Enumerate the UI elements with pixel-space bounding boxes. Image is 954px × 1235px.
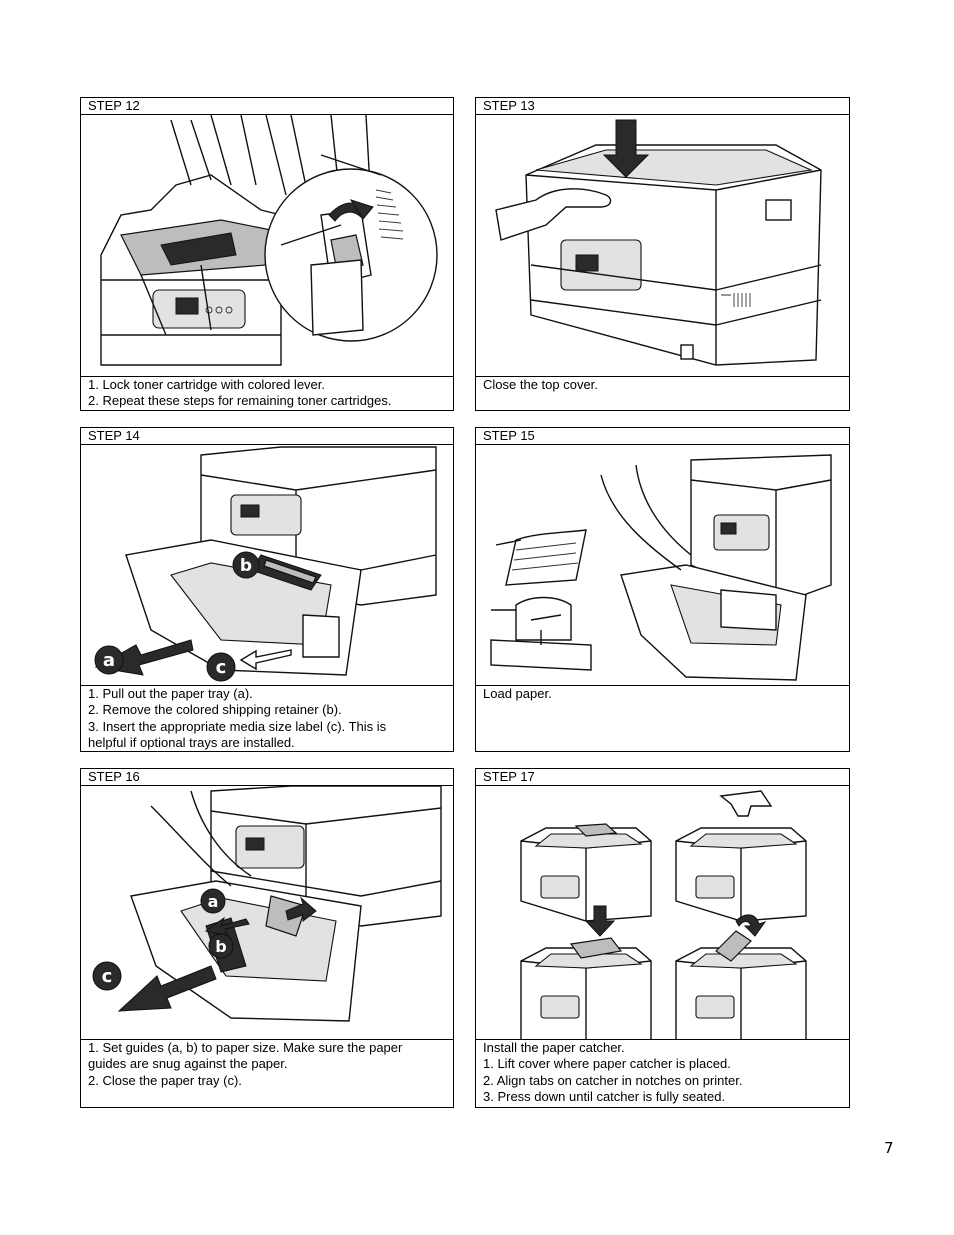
close-cover-illustration [476, 115, 849, 377]
paper-guides-illustration: a b c [81, 786, 453, 1040]
caption-line: Load paper. [483, 686, 552, 701]
callout-c: c [216, 657, 227, 678]
step-14-panel: STEP 14 a b c 1. Pull out the pap [80, 427, 454, 752]
caption-line: 2. Close the paper tray (c). [88, 1072, 242, 1088]
step-header: STEP 13 [476, 98, 849, 115]
caption-line: 1. Lock toner cartridge with colored lev… [88, 377, 326, 392]
paper-catcher-illustration [476, 786, 849, 1040]
step-caption: Close the top cover. [476, 376, 849, 410]
step-header: STEP 16 [81, 769, 453, 786]
caption-line: 1. Lift cover where paper catcher is pla… [483, 1056, 731, 1072]
callout-c: c [102, 966, 113, 987]
caption-line: 1. Pull out the paper tray (a). [88, 686, 253, 701]
toner-lock-illustration [81, 115, 453, 377]
callout-b: b [240, 556, 252, 576]
caption-line: 2. Repeat these steps for remaining tone… [88, 393, 392, 409]
callout-a: a [103, 650, 115, 671]
step-header: STEP 17 [476, 769, 849, 786]
step-header: STEP 14 [81, 428, 453, 445]
caption-line: guides are snug against the paper. [88, 1056, 288, 1072]
step-caption: 1. Pull out the paper tray (a). 2. Remov… [81, 685, 453, 751]
caption-line: 3. Insert the appropriate media size lab… [88, 718, 387, 734]
caption-line: 2. Align tabs on catcher in notches on p… [483, 1072, 743, 1088]
paper-tray-illustration: a b c [81, 445, 453, 687]
caption-line: Install the paper catcher. [483, 1040, 625, 1055]
step-header: STEP 15 [476, 428, 849, 445]
caption-line: 1. Set guides (a, b) to paper size. Make… [88, 1040, 403, 1055]
callout-b: b [215, 937, 226, 956]
step-caption: Install the paper catcher. 1. Lift cover… [476, 1039, 849, 1107]
step-caption: 1. Set guides (a, b) to paper size. Make… [81, 1039, 453, 1107]
caption-line: 2. Remove the colored shipping retainer … [88, 702, 342, 718]
step-header: STEP 12 [81, 98, 453, 115]
step-15-panel: STEP 15 Load paper. [475, 427, 850, 752]
page-number: 7 [884, 1139, 894, 1157]
caption-line: helpful if optional trays are installed. [88, 734, 295, 750]
callout-a: a [208, 892, 219, 911]
load-paper-illustration [476, 445, 849, 687]
step-caption: 1. Lock toner cartridge with colored lev… [81, 376, 453, 410]
step-16-panel: STEP 16 a b c 1. Se [80, 768, 454, 1108]
step-caption: Load paper. [476, 685, 849, 751]
step-12-panel: STEP 12 1. Lock toner cartridge with [80, 97, 454, 411]
caption-line: Close the top cover. [483, 377, 598, 392]
caption-line: 3. Press down until catcher is fully sea… [483, 1088, 726, 1104]
step-13-panel: STEP 13 Close the top cover. [475, 97, 850, 411]
step-17-panel: STEP 17 [475, 768, 850, 1108]
